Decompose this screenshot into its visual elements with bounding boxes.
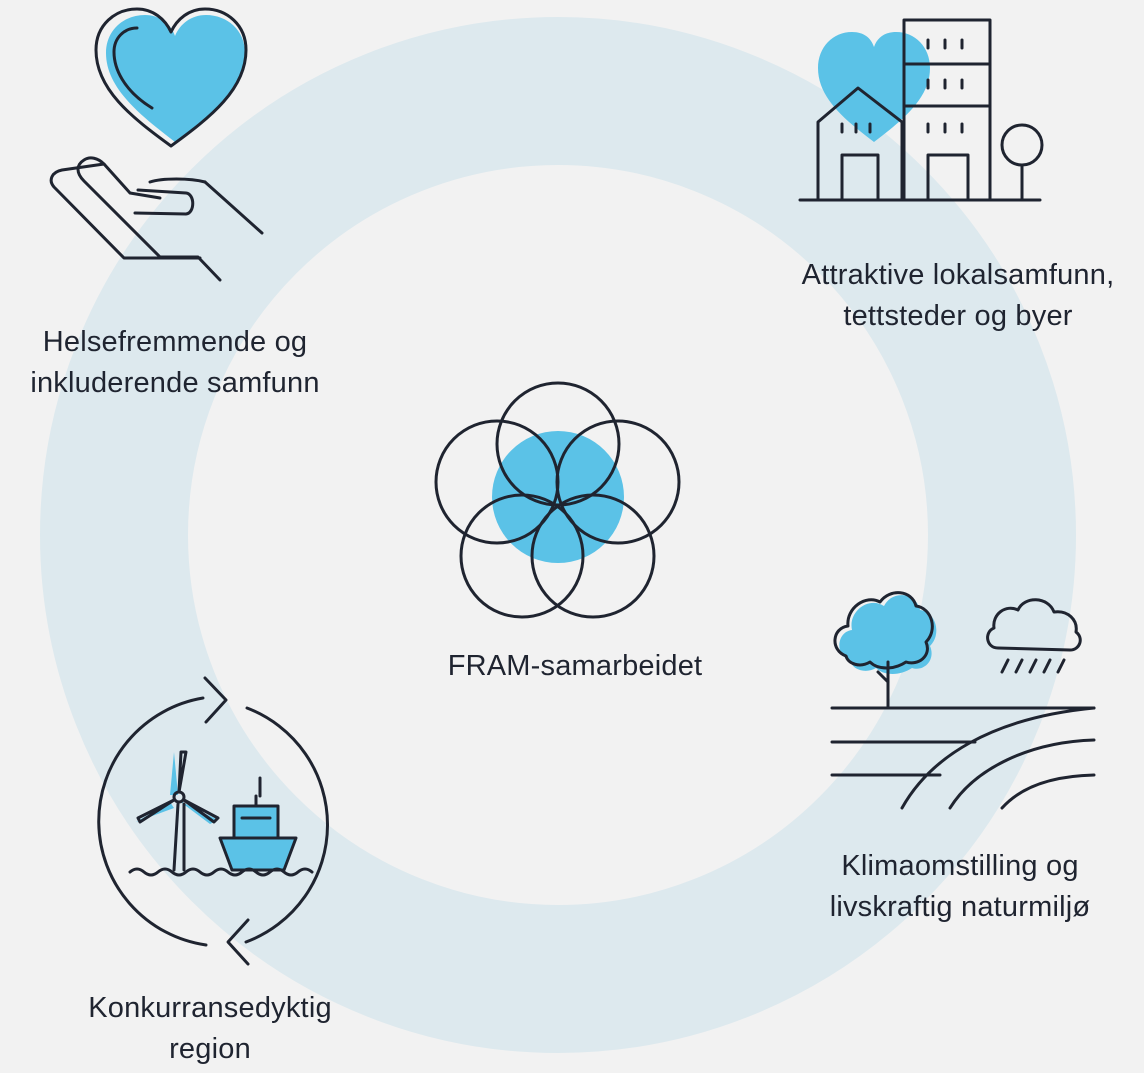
theme-label-climate: Klimaomstilling og livskraftig naturmilj…: [805, 846, 1115, 928]
theme-label-health: Helsefremmende og inkluderende samfunn: [10, 322, 340, 404]
theme-label-line: tettsteder og byer: [843, 300, 1073, 332]
background-ring: [40, 17, 1076, 1053]
buildings-with-heart-icon: [798, 18, 1044, 202]
theme-label-line: Klimaomstilling og: [841, 850, 1079, 882]
flower-of-circles-icon: [434, 381, 681, 619]
theme-label-line: inkluderende samfunn: [30, 367, 320, 399]
theme-label-line: Helsefremmende og: [42, 326, 308, 358]
heart-in-hand-icon: [49, 7, 264, 282]
theme-label-line: livskraftig naturmiljø: [829, 891, 1091, 923]
wind-turbine-ship-cycle-icon: [97, 676, 329, 966]
center-label-text: FRAM-samarbeidet: [447, 650, 703, 682]
theme-label-line: region: [169, 1033, 251, 1065]
theme-label-attractive: Attraktive lokalsamfunn, tettsteder og b…: [790, 255, 1126, 337]
theme-label-line: Konkurransedyktig: [88, 992, 332, 1024]
tree-cloud-landscape-icon: [830, 591, 1096, 810]
theme-label-competitive: Konkurransedyktig region: [60, 988, 360, 1070]
theme-label-line: Attraktive lokalsamfunn,: [801, 259, 1115, 291]
center-label: FRAM-samarbeidet: [420, 646, 730, 687]
